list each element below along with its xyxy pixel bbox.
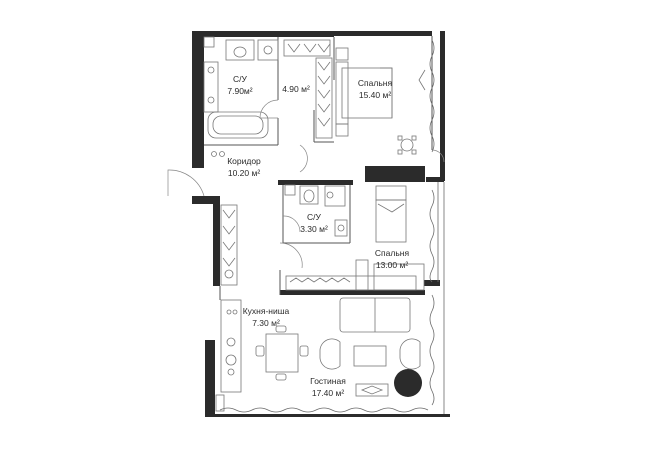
room-area-bed2: 13.00 м² [376, 260, 408, 270]
column [394, 369, 422, 397]
bed2-furniture [285, 185, 425, 291]
walls [192, 31, 450, 417]
room-label-kitchen: Кухня-ниша [243, 306, 290, 316]
doors [167, 99, 445, 269]
room-area-living: 17.40 м² [312, 388, 344, 398]
room-label-bath1: С/У [233, 74, 248, 84]
room-labels: С/У 7.90м² 4.90 м² Спальня 15.40 м² Кори… [227, 74, 409, 398]
room-area-closet: 4.90 м² [282, 84, 310, 94]
room-label-bed1: Спальня [358, 78, 393, 88]
closet-shelves [283, 39, 333, 139]
room-area-corridor: 10.20 м² [228, 168, 260, 178]
glazing [219, 39, 445, 414]
kitchen-fixtures [220, 204, 242, 393]
room-area-bed1: 15.40 м² [359, 90, 391, 100]
room-label-bath2: С/У [307, 212, 322, 222]
bath2-fixtures [284, 184, 348, 237]
bath1-fixtures [203, 36, 279, 139]
room-label-corridor: Коридор [227, 156, 261, 166]
living-furniture [215, 297, 422, 412]
room-area-bath2: 3.30 м² [300, 224, 328, 234]
room-label-bed2: Спальня [375, 248, 410, 258]
bed1-furniture [335, 47, 426, 155]
room-area-bath1: 7.90м² [227, 86, 252, 96]
interior-walls [204, 36, 433, 300]
room-area-kitchen: 7.30 м² [252, 318, 280, 328]
room-label-living: Гостиная [310, 376, 346, 386]
